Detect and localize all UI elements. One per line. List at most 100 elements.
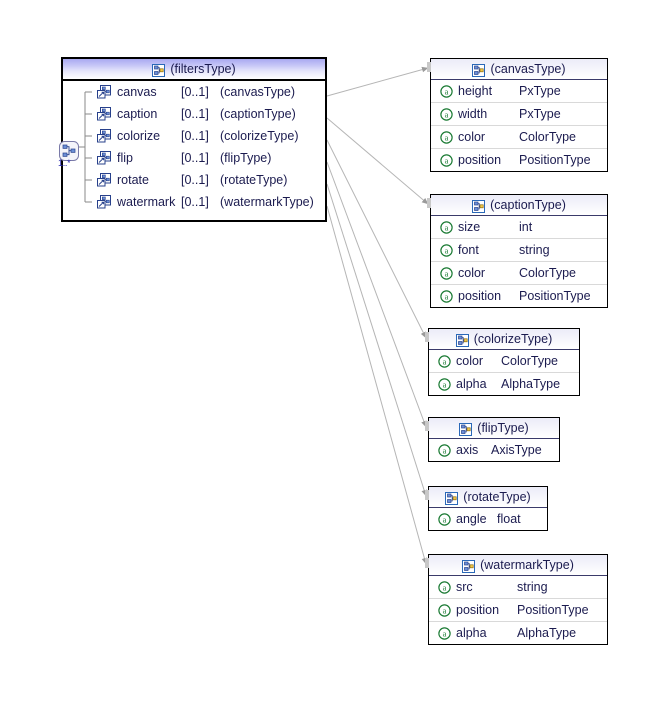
canvasType-header: (canvasType) (431, 59, 607, 80)
filtersType-label: (filtersType) (170, 62, 236, 76)
svg-text:a: a (445, 269, 449, 278)
svg-text:a: a (443, 446, 447, 455)
attribute-row[interactable]: a height PxType (431, 80, 607, 103)
attribute-name: position (456, 603, 500, 617)
attribute-row[interactable]: a position PositionType (431, 285, 607, 307)
connector-stub (425, 490, 429, 500)
attribute-row[interactable]: a alpha AlphaType (429, 622, 607, 644)
flipType-label: (flipType) (477, 421, 529, 435)
svg-text:a: a (443, 515, 447, 524)
element-icon (97, 129, 112, 143)
element-name: flip (117, 151, 133, 165)
sequence-compositor-icon[interactable] (58, 140, 80, 162)
attribute-name: position (458, 153, 502, 167)
attribute-type: AxisType (491, 443, 542, 457)
attribute-name: color (458, 130, 486, 144)
attribute-row[interactable]: a position PositionType (429, 599, 607, 622)
svg-text:a: a (445, 156, 449, 165)
attribute-row[interactable]: a color ColorType (431, 126, 607, 149)
element-cardinality: [0..1] (181, 129, 209, 143)
attribute-name: color (456, 354, 484, 368)
attribute-name: alpha (456, 377, 487, 391)
connector-colorize (326, 139, 427, 339)
attribute-type: string (517, 580, 548, 594)
attribute-row[interactable]: a font string (431, 239, 607, 262)
attribute-name: angle (456, 512, 487, 526)
complex-type-box-rotateType[interactable]: (rotateType) a angle float (425, 486, 548, 531)
attribute-row[interactable]: a width PxType (431, 103, 607, 126)
svg-text:a: a (445, 110, 449, 119)
svg-text:a: a (443, 629, 447, 638)
attribute-icon: a (440, 220, 453, 234)
connector-watermark (326, 205, 428, 565)
element-cardinality: [0..1] (181, 151, 209, 165)
attribute-type: int (519, 220, 533, 234)
element-row-caption[interactable]: caption [0..1] (captionType) (63, 103, 325, 125)
element-row-watermark[interactable]: watermark [0..1] (watermarkType) (63, 191, 325, 213)
captionType-label: (captionType) (490, 198, 566, 212)
attribute-icon: a (440, 289, 453, 303)
attribute-type: PxType (519, 84, 561, 98)
complex-type-box-canvasType[interactable]: (canvasType) a height PxType a width PxT… (427, 58, 608, 172)
attribute-name: axis (456, 443, 479, 457)
complex-type-box-filtersType[interactable]: (filtersType) (61, 57, 327, 222)
complex-type-icon (472, 199, 486, 213)
element-type: (watermarkType) (220, 195, 314, 209)
attribute-row[interactable]: a axis AxisType (429, 439, 559, 461)
attribute-icon: a (440, 130, 453, 144)
attribute-icon: a (438, 512, 451, 526)
element-row-flip[interactable]: flip [0..1] (flipType) (63, 147, 325, 169)
attribute-type: ColorType (519, 130, 576, 144)
element-icon (97, 85, 112, 99)
watermarkType-header: (watermarkType) (429, 555, 607, 576)
element-name: rotate (117, 173, 149, 187)
attribute-icon: a (438, 580, 451, 594)
svg-text:a: a (445, 246, 449, 255)
attribute-icon: a (440, 84, 453, 98)
attribute-row[interactable]: a size int (431, 216, 607, 239)
element-row-canvas[interactable]: canvas [0..1] (canvasType) (63, 81, 325, 103)
attribute-type: string (519, 243, 550, 257)
attribute-row[interactable]: a color ColorType (431, 262, 607, 285)
complex-type-box-captionType[interactable]: (captionType) a size int a font string a… (427, 194, 608, 308)
element-icon (97, 195, 112, 209)
element-name: watermark (117, 195, 176, 209)
connector-canvas (326, 66, 429, 97)
attribute-row[interactable]: a angle float (429, 508, 547, 530)
attribute-icon: a (438, 377, 451, 391)
attribute-row[interactable]: a alpha AlphaType (429, 373, 579, 395)
element-row-rotate[interactable]: rotate [0..1] (rotateType) (63, 169, 325, 191)
attribute-name: size (458, 220, 481, 234)
attribute-row[interactable]: a position PositionType (431, 149, 607, 171)
attribute-name: font (458, 243, 479, 257)
complex-type-icon (455, 333, 469, 347)
svg-text:a: a (445, 292, 449, 301)
attribute-row[interactable]: a src string (429, 576, 607, 599)
complex-type-box-watermarkType[interactable]: (watermarkType) a src string a position … (425, 554, 608, 645)
complex-type-icon (472, 63, 486, 77)
complex-type-box-colorizeType[interactable]: (colorizeType) a color ColorType a alpha… (425, 328, 580, 396)
colorizeType-header: (colorizeType) (429, 329, 579, 350)
element-icon (97, 107, 112, 121)
attribute-type: PositionType (519, 153, 591, 167)
svg-text:a: a (443, 583, 447, 592)
canvasType-label: (canvasType) (490, 62, 566, 76)
attribute-icon: a (438, 354, 451, 368)
filtersType-header: (filtersType) (63, 59, 325, 81)
colorizeType-label: (colorizeType) (473, 332, 553, 346)
element-cardinality: [0..1] (181, 195, 209, 209)
element-type: (captionType) (220, 107, 296, 121)
complex-type-box-flipType[interactable]: (flipType) a axis AxisType (425, 417, 560, 462)
element-name: colorize (117, 129, 161, 143)
attribute-icon: a (438, 626, 451, 640)
svg-text:a: a (443, 606, 447, 615)
attribute-row[interactable]: a color ColorType (429, 350, 579, 373)
svg-text:a: a (445, 223, 449, 232)
element-row-colorize[interactable]: colorize [0..1] (colorizeType) (63, 125, 325, 147)
compositor-cardinality: 1..* (58, 158, 71, 168)
connector-stub (425, 558, 429, 568)
attribute-name: src (456, 580, 473, 594)
complex-type-icon (152, 63, 166, 77)
attribute-type: float (497, 512, 521, 526)
